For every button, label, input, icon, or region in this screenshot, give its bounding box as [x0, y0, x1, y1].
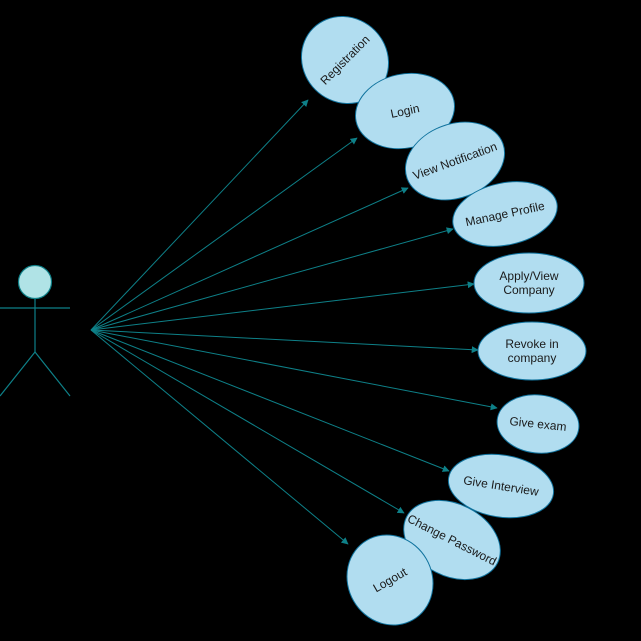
use-case-ellipse — [403, 499, 501, 581]
use-case-label: Company — [503, 283, 554, 297]
use-case-manage-profile[interactable]: Manage Profile — [447, 173, 564, 256]
association-give-interview — [90, 329, 450, 472]
association-change-password — [90, 329, 405, 514]
use-case-ellipse — [452, 181, 558, 247]
association-login — [90, 137, 358, 331]
use-case-label: Login — [389, 101, 421, 121]
use-case-ellipse — [404, 121, 506, 201]
associations — [90, 99, 498, 545]
use-case-ellipse — [473, 252, 585, 314]
actor[interactable] — [0, 264, 71, 397]
association-apply-view-company — [90, 281, 475, 331]
use-case-ellipse — [447, 453, 555, 519]
use-case-label: Apply/View — [499, 269, 558, 283]
use-case-logout[interactable]: Logout — [331, 519, 450, 641]
use-case-label: Give exam — [509, 414, 568, 434]
use-case-login[interactable]: Login — [348, 64, 461, 157]
actor-head — [17, 264, 53, 300]
association-logout — [90, 329, 349, 545]
use-case-ellipse — [346, 534, 434, 626]
use-case-ellipse — [496, 394, 580, 454]
use-case-give-exam[interactable]: Give exam — [494, 391, 582, 457]
association-registration — [90, 99, 309, 331]
use-case-give-interview[interactable]: Give Interview — [444, 447, 558, 525]
actor-right-leg — [34, 351, 71, 397]
use-case-label: Revoke in — [505, 337, 558, 351]
actor-left-leg — [0, 351, 36, 397]
use-case-ellipse — [477, 321, 587, 381]
use-case-label: company — [508, 351, 557, 365]
use-case-registration[interactable]: Registration — [283, 0, 406, 122]
association-view-notification — [90, 187, 409, 331]
use-case-change-password[interactable]: Change Password — [390, 485, 514, 595]
use-case-view-notification[interactable]: View Notification — [394, 109, 515, 213]
association-give-exam — [90, 329, 498, 411]
association-revoke-in-company — [90, 329, 479, 354]
association-manage-profile — [90, 227, 454, 331]
